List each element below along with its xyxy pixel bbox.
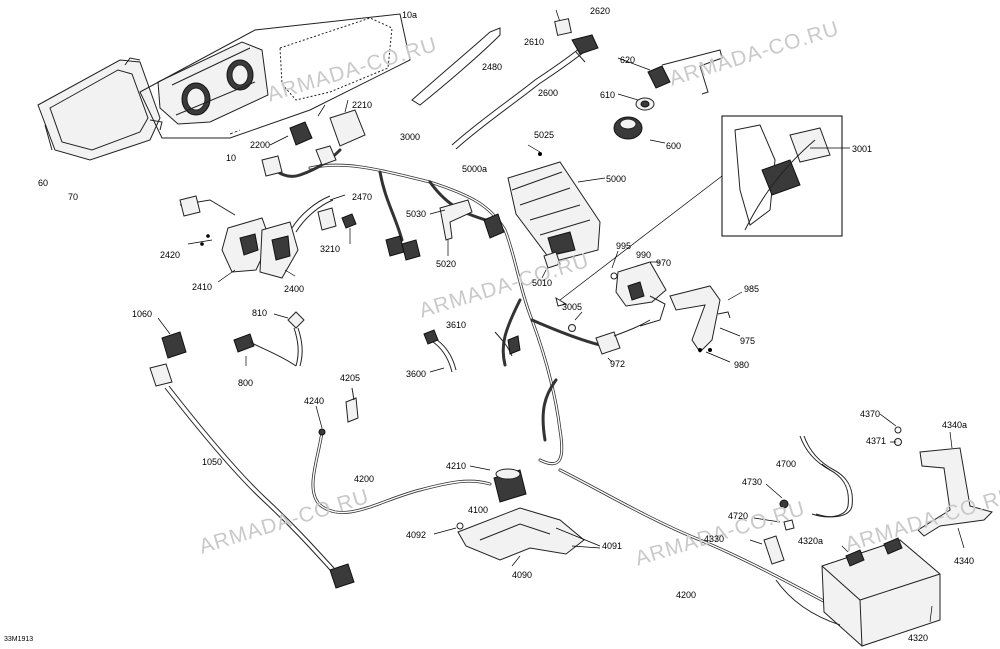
callout-10a: 10a: [402, 10, 418, 20]
callout-4340a: 4340a: [942, 420, 968, 430]
callout-4730: 4730: [742, 477, 763, 487]
callout-4320: 4320: [908, 633, 929, 643]
callout-4330: 4330: [704, 534, 725, 544]
callout-2600: 2600: [538, 88, 559, 98]
callout-3000: 3000: [400, 132, 421, 142]
callout-975: 975: [740, 336, 756, 346]
callout-5025: 5025: [534, 130, 555, 140]
callout-60: 60: [38, 178, 49, 188]
callout-4700: 4700: [776, 459, 797, 469]
callout-3005: 3005: [562, 302, 583, 312]
callout-4100: 4100: [468, 505, 489, 515]
callout-810: 810: [252, 308, 268, 318]
callout-990: 990: [636, 250, 652, 260]
callout-5000: 5000: [606, 174, 627, 184]
callout-5000a: 5000a: [462, 164, 488, 174]
callout-610: 610: [600, 90, 616, 100]
callout-1050: 1050: [202, 457, 223, 467]
callout-4340: 4340: [954, 556, 975, 566]
callout-4200-upper: 4200: [354, 474, 375, 484]
callout-995: 995: [616, 241, 632, 251]
callout-4205: 4205: [340, 373, 361, 383]
callout-800: 800: [238, 378, 254, 388]
callout-5030: 5030: [406, 209, 427, 219]
callout-4092: 4092: [406, 530, 427, 540]
callout-4091: 4091: [602, 541, 623, 551]
callout-2470: 2470: [352, 192, 373, 202]
callout-4090: 4090: [512, 570, 533, 580]
instrument-cluster-10: [157, 41, 269, 125]
callout-620: 620: [620, 55, 636, 65]
callout-2400: 2400: [284, 284, 305, 294]
callout-972: 972: [610, 359, 626, 369]
callout-2610: 2610: [524, 37, 545, 47]
callout-2480: 2480: [482, 62, 503, 72]
callout-3001: 3001: [852, 144, 873, 154]
callout-4210: 4210: [446, 461, 467, 471]
callout-4240: 4240: [304, 396, 325, 406]
cluster-lens-10a: [229, 17, 393, 135]
callout-4370: 4370: [860, 409, 881, 419]
callout-4720: 4720: [728, 511, 749, 521]
callout-3210: 3210: [320, 244, 341, 254]
callout-2420: 2420: [160, 250, 181, 260]
callout-2410: 2410: [192, 282, 213, 292]
callout-2620: 2620: [590, 6, 611, 16]
callout-985: 985: [744, 284, 760, 294]
callout-3600: 3600: [406, 369, 427, 379]
callout-4200-lower: 4200: [676, 590, 697, 600]
callout-1060: 1060: [132, 309, 153, 319]
callout-4371: 4371: [866, 436, 887, 446]
callout-3610: 3610: [446, 320, 467, 330]
diagram-code: 33M1913: [4, 636, 34, 643]
cluster-bezel-60: [37, 57, 163, 161]
callout-980: 980: [734, 360, 750, 370]
callout-970: 970: [656, 258, 672, 268]
callout-2200: 2200: [250, 140, 271, 150]
callout-10: 10: [226, 153, 237, 163]
callout-600: 600: [666, 141, 682, 151]
callout-2210: 2210: [352, 100, 373, 110]
callout-4320a: 4320a: [798, 536, 824, 546]
callout-70: 70: [68, 192, 79, 202]
callout-5020: 5020: [436, 259, 457, 269]
callout-5010: 5010: [532, 278, 553, 288]
